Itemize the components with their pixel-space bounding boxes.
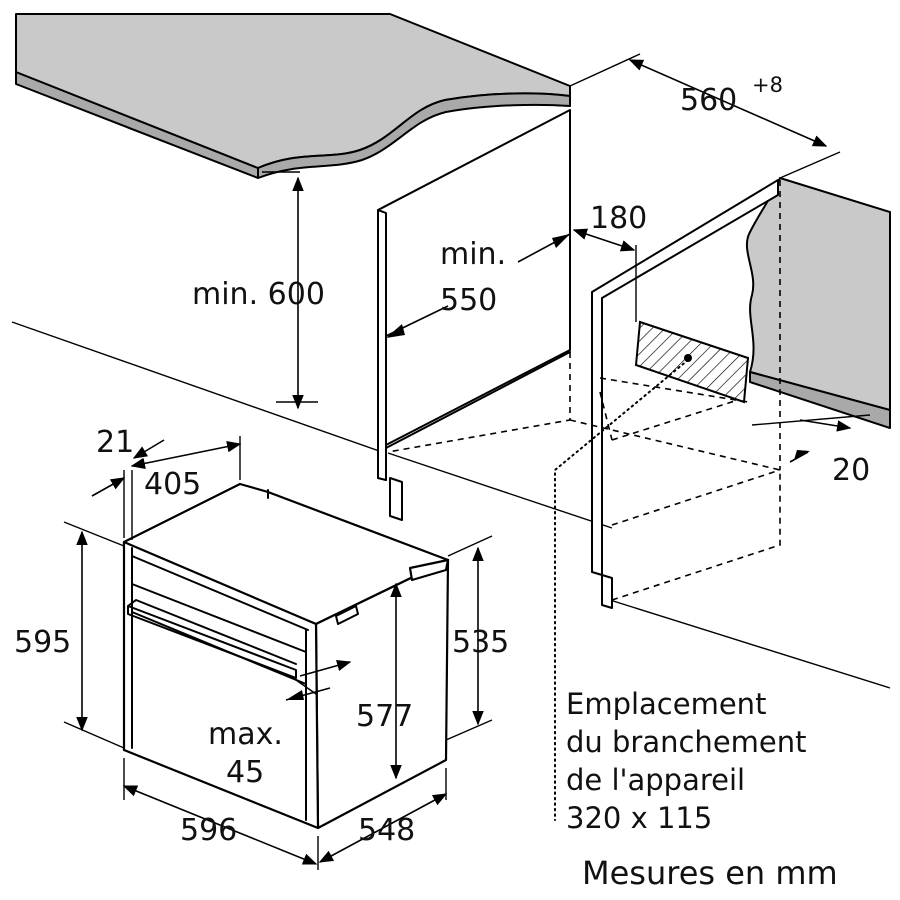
rear-gap-label: 180 [590, 201, 647, 236]
body-height-label: 535 [452, 625, 509, 660]
max-label-line1: max. [208, 717, 283, 752]
hidden-lines [387, 180, 781, 601]
connection-area [554, 320, 750, 821]
niche-height-label: min. 600 [192, 277, 325, 312]
oven-appliance [122, 482, 450, 830]
width-label: 596 [180, 813, 237, 848]
dim-body-height [445, 535, 493, 741]
connection-note-line1: Emplacement [566, 687, 766, 721]
dim-depth [318, 768, 448, 863]
frame-depth-label: 21 [96, 425, 134, 460]
cabinet-left-wall [377, 109, 571, 521]
dim-width [122, 758, 319, 870]
niche-depth-label-line2: 550 [440, 283, 497, 318]
inner-height-label: 577 [356, 699, 413, 734]
top-depth-label: 405 [144, 467, 201, 502]
niche-depth-label-line1: min. [440, 237, 506, 272]
countertop-right [745, 177, 891, 429]
depth-label: 548 [358, 813, 415, 848]
height-label: 595 [14, 625, 71, 660]
dim-side-gap [751, 414, 871, 463]
max-label-line2: 45 [226, 755, 264, 790]
connection-note-line2: du branchement [566, 725, 807, 759]
countertop-left [15, 13, 571, 179]
dim-niche-depth [385, 233, 571, 338]
cabinet-right-wall [591, 179, 779, 609]
dim-rear-gap [572, 228, 637, 322]
dim-top-depth [130, 436, 242, 480]
connection-note-line4: 320 x 115 [566, 801, 712, 835]
floor-lines [11, 321, 891, 689]
dim-niche-width [569, 53, 841, 179]
dim-niche-height [262, 171, 318, 410]
units-note: Mesures en mm [582, 854, 838, 892]
connection-note-line3: de l'appareil [566, 763, 745, 797]
side-gap-label: 20 [832, 453, 870, 488]
niche-width-tolerance: +8 [752, 73, 783, 97]
niche-width-value: 560 [680, 83, 737, 118]
dim-height [63, 521, 125, 749]
dim-max-45 [285, 659, 352, 701]
